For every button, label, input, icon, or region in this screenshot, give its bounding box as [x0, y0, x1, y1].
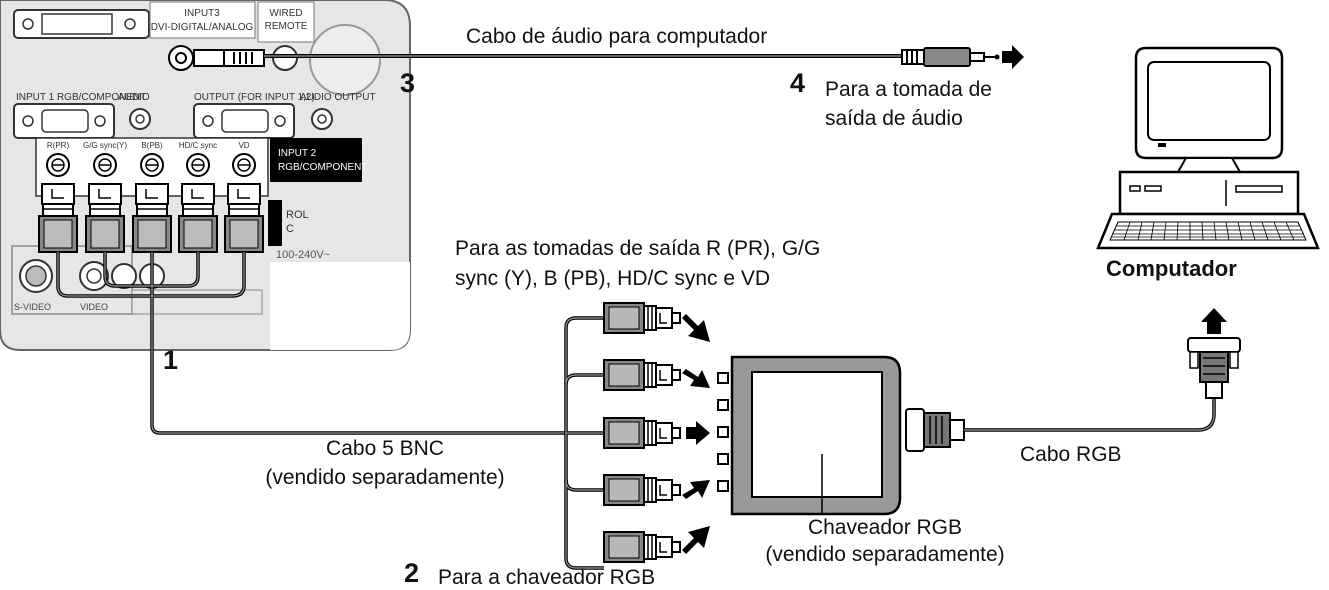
step-4: 4 [790, 68, 806, 98]
input3-sub-label: DVI-DIGITAL/ANALOG [151, 22, 254, 33]
computer-label: Computador [1106, 256, 1237, 281]
rgb-output-text-2: sync (Y), B (PB), HD/C sync e VD [455, 267, 771, 290]
voltage-label: 100-240V~ [276, 249, 330, 261]
audio-cable-label: Cabo de áudio para computador [466, 25, 768, 48]
wired-label: WIRED [269, 8, 302, 19]
input3-label: INPUT3 [184, 8, 220, 19]
audio-output-text-1: Para a tomada de [825, 78, 992, 101]
rgb-switcher-sub-label: (vendido separadamente) [765, 543, 1005, 566]
bnc-cable-label: Cabo 5 BNC [326, 437, 444, 460]
computer-icon [1096, 46, 1320, 250]
bnc-plugs-panel [38, 183, 264, 253]
bnc-fanout [564, 316, 604, 570]
svideo-label: S-VIDEO [14, 302, 51, 312]
rgb-switcher [717, 355, 902, 516]
audio-jack-plug [168, 45, 265, 71]
rgb-output-text-1: Para as tomadas de saída R (PR), G/G [455, 237, 821, 260]
port-label-b: B(PB) [141, 141, 163, 150]
step-1: 1 [163, 345, 179, 375]
audio-cable [264, 47, 1000, 67]
step-2: 2 [404, 558, 420, 588]
step-2-text: Para a chaveador RGB [438, 566, 656, 589]
audio-output-text-2: saída de áudio [825, 107, 963, 130]
video-label: VIDEO [80, 302, 108, 312]
rgb-cable [905, 337, 1241, 452]
port-label-hd: HD/C sync [179, 141, 217, 150]
audio-output-label: AUDIO OUTPUT [300, 92, 376, 103]
projector-panel: INPUT3 DVI-DIGITAL/ANALOG WIRED REMOTE I… [0, 0, 411, 351]
arrow-right-icon [1002, 45, 1024, 69]
bnc-cable-sub-label: (vendido separadamente) [265, 466, 505, 489]
control-label-1: ROL [286, 209, 309, 221]
audio-in-label: AUDIO [118, 92, 150, 103]
step-3: 3 [400, 68, 416, 98]
rgb-cable-label: Cabo RGB [1020, 443, 1122, 466]
control-label-2: C [286, 223, 294, 235]
arrow-up-icon [1201, 308, 1227, 334]
bnc-plugs-switcher [603, 302, 681, 563]
rgb-switcher-label: Chaveador RGB [807, 516, 963, 539]
input1-label: INPUT 1 RGB/COMPONENT [16, 92, 146, 103]
port-label-vd: VD [238, 141, 249, 150]
input2-sub-label: RGB/COMPONENT [278, 162, 367, 173]
port-label-r: R(PR) [47, 141, 70, 150]
output-label: OUTPUT (FOR INPUT 1,2) [194, 92, 315, 103]
port-label-g: G/G sync(Y) [83, 141, 127, 150]
input2-label: INPUT 2 [278, 148, 317, 159]
arrow-icons-switcher [682, 314, 710, 554]
remote-label: REMOTE [265, 21, 308, 32]
